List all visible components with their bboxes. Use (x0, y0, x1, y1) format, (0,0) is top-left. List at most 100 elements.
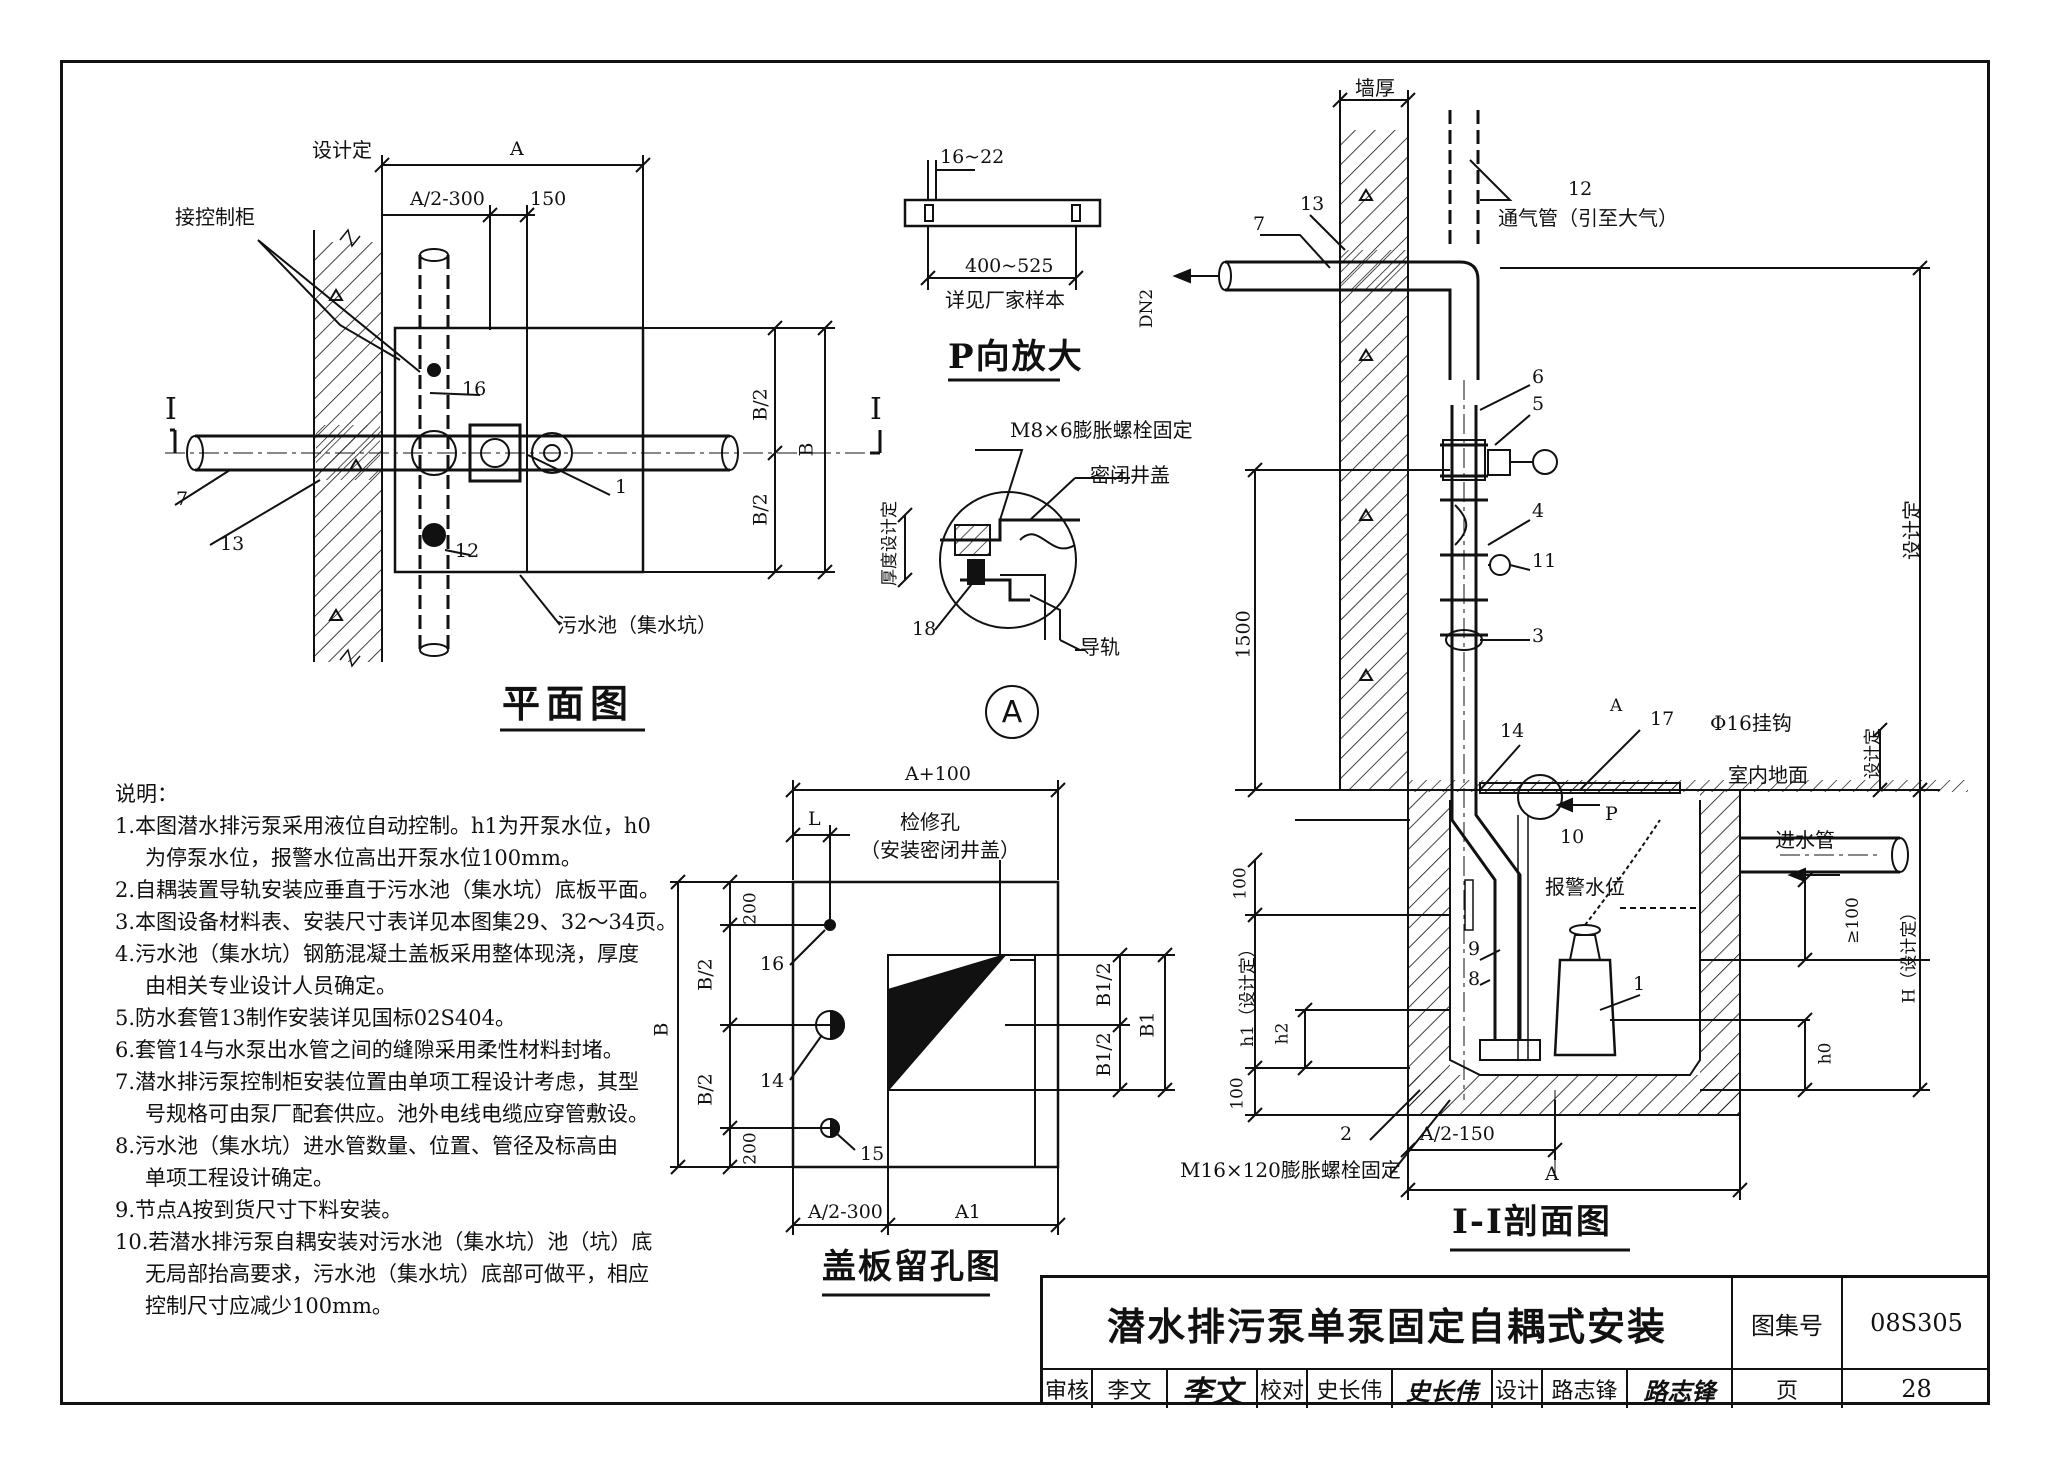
title-underlines (500, 378, 1630, 1297)
checker: 史长伟 (1308, 1370, 1393, 1408)
sec-dim-1500: 1500 (1232, 610, 1255, 659)
sec-h2: h2 (1272, 1022, 1293, 1045)
checker-signature: 史长伟 (1393, 1370, 1493, 1408)
note-line: 2.自耦装置导轨安装应垂直于污水池（集水坑）底板平面。 (115, 878, 661, 902)
note-line: 10.若潜水排污泵自耦安装对污水池（集水坑）池（坑）底 (115, 1230, 653, 1254)
plan-section-mark-left: I (165, 392, 177, 427)
plan-dim-a2-300: A/2-300 (410, 188, 485, 210)
plan-dim-a: A (510, 138, 524, 160)
sec-item-1: 1 (1633, 973, 1646, 995)
sec-dim-a: A (1545, 1163, 1559, 1185)
plan-dim-b2-top: B/2 (749, 388, 772, 421)
detail-a-marker: A (985, 685, 1039, 739)
drawing-frame (60, 60, 1990, 1405)
sec-inlet: 进水管 (1775, 828, 1835, 852)
plan-view (165, 155, 882, 668)
a-item-18: 18 (912, 618, 937, 640)
note-line: 1.本图潜水排污泵采用液位自动控制。h1为开泵水位，h0 (115, 814, 651, 838)
cover-item-15: 15 (860, 1143, 885, 1165)
plan-sump-label: 污水池（集水坑） (557, 613, 717, 637)
sec-item-11: 11 (1532, 550, 1557, 572)
sec-item-6: 6 (1532, 366, 1545, 388)
cover-item-14: 14 (760, 1070, 785, 1092)
plan-title: 平面图 (502, 681, 635, 726)
note-line: 3.本图设备材料表、安装尺寸表详见本图集29、32～34页。 (115, 910, 678, 934)
sec-dim-100-bot: 100 (1227, 1077, 1248, 1110)
sec-item-9: 9 (1468, 938, 1481, 960)
plan-dim-150: 150 (530, 188, 567, 210)
a-thickness-label: 厚度设计定 (880, 501, 900, 586)
notes-heading: 说明： (115, 782, 178, 806)
sec-alarm-level: 报警水位 (1545, 875, 1625, 899)
reviewer: 李文 (1093, 1370, 1168, 1408)
note-line: 4.污水池（集水坑）钢筋混凝土盖板采用整体现浇，厚度 (115, 942, 640, 966)
page-number: 28 (1901, 1375, 1932, 1403)
atlas-no: 08S305 (1843, 1278, 1990, 1370)
section-view (1172, 90, 1968, 1200)
cover-manhole: 检修孔 (900, 810, 960, 834)
designer-signature: 路志锋 (1628, 1370, 1733, 1408)
plan-dim-b2-bot: B/2 (749, 493, 772, 526)
sec-dim-a2-150: A/2-150 (1420, 1123, 1495, 1145)
sec-item-4: 4 (1532, 500, 1545, 522)
plan-dim-b: B (795, 442, 818, 457)
sec-h1: h1（设计定） (1237, 940, 1258, 1047)
title-block: 潜水排污泵单泵固定自耦式安装 图集号 08S305 审核 李文 李文 校对 史长… (1040, 1275, 1990, 1410)
cover-item-16: 16 (760, 953, 785, 975)
cover-dim-b2-bot: B/2 (694, 1073, 717, 1106)
a-cover-label: 密闭井盖 (1090, 463, 1170, 487)
check-label: 校对 (1258, 1370, 1308, 1408)
sec-design-fixed-right: 设计定 (1900, 500, 1924, 560)
p-dim-16-22: 16~22 (940, 146, 1005, 168)
cover-dim-b1-2-bot: B1/2 (1092, 1032, 1115, 1077)
sec-floor: 室内地面 (1728, 763, 1808, 787)
note-line: 单项工程设计确定。 (145, 1166, 334, 1190)
note-line: 由相关专业设计人员确定。 (145, 974, 397, 998)
sec-dim-ge100: ≥100 (1842, 897, 1863, 944)
note-line: 无局部抬高要求，污水池（集水坑）底部可做平，相应 (145, 1262, 649, 1286)
plan-control-cabinet: 接控制柜 (175, 205, 255, 229)
sec-item-13: 13 (1300, 193, 1325, 215)
cover-dim-l: L (808, 808, 821, 830)
note-line: 号规格可由泵厂配套供应。池外电线电缆应穿管敷设。 (145, 1102, 649, 1126)
note-line: 5.防水套管13制作安装详见国标02S404。 (115, 1006, 516, 1030)
design-label: 设计 (1493, 1370, 1543, 1408)
sec-h-design: H（设计定） (1899, 903, 1920, 1004)
cover-dim-b1-2-top: B1/2 (1092, 962, 1115, 1007)
cover-dim-200-bot: 200 (740, 1132, 761, 1165)
cover-plate-view (670, 780, 1175, 1235)
cover-dim-b2-top: B/2 (694, 958, 717, 991)
note-line: 控制尺寸应减少100mm。 (145, 1294, 393, 1318)
sec-wall-thickness: 墙厚 (1355, 76, 1395, 100)
detail-a (897, 449, 1130, 651)
cover-title: 盖板留孔图 (822, 1247, 1002, 1287)
atlas-no-label: 图集号 (1733, 1278, 1843, 1370)
page-label: 页 (1733, 1370, 1843, 1408)
note-line: 6.套管14与水泵出水管之间的缝隙采用柔性材料封堵。 (115, 1038, 624, 1062)
reviewer-signature: 李文 (1168, 1370, 1258, 1410)
sec-item-10: 10 (1560, 826, 1585, 848)
sec-dn2: DN2 (1137, 288, 1158, 329)
sec-p-mark: P (1605, 803, 1618, 825)
note-line: 9.节点A按到货尺寸下料安装。 (115, 1198, 403, 1222)
drawing-title: 潜水排污泵单泵固定自耦式安装 (1043, 1278, 1733, 1370)
plan-item-7: 7 (176, 488, 189, 510)
cover-dim-200-top: 200 (740, 892, 761, 925)
sec-item-12: 12 (1568, 178, 1593, 200)
sec-dim-100-top: 100 (1230, 867, 1251, 900)
sec-hook: Φ16挂钩 (1710, 711, 1792, 735)
sec-h0: h0 (1815, 1042, 1836, 1065)
note-line: 7.潜水排污泵控制柜安装位置由单项工程设计考虑，其型 (115, 1070, 640, 1094)
a-bolt-label: M8×6膨胀螺栓固定 (1010, 418, 1193, 442)
sec-vent-label: 通气管（引至大气） (1498, 206, 1678, 230)
p-dim-400-525: 400~525 (965, 255, 1054, 277)
p-note: 详见厂家样本 (945, 288, 1065, 312)
sec-item-14: 14 (1500, 720, 1525, 742)
sec-item-3: 3 (1532, 625, 1545, 647)
cover-dim-b1: B1 (1136, 1011, 1159, 1038)
notes-block: 说明： 1.本图潜水排污泵采用液位自动控制。h1为开泵水位，h0 为停泵水位，报… (115, 778, 678, 1322)
cover-manhole-note: （安装密闭井盖） (860, 838, 1020, 862)
a-rail-label: 导轨 (1080, 635, 1120, 659)
sec-item-8: 8 (1468, 968, 1481, 990)
